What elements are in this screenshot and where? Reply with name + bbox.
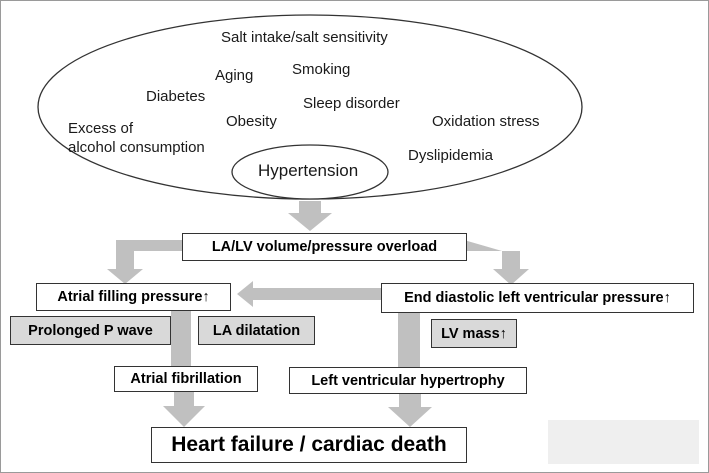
overload-box: LA/LV volume/pressure overload [182,233,467,261]
arrow-overload-to-end-diastolic [464,240,529,285]
oxidation-stress-label: Oxidation stress [432,113,540,130]
atrial-fibrillation-box: Atrial fibrillation [114,366,258,392]
arrow-atrial-filling-to-fibrillation [171,308,191,366]
lvh-box: Left ventricular hypertrophy [289,367,527,394]
end-diastolic-label: End diastolic left ventricular pressure↑ [404,290,671,306]
prolonged-p-wave-box: Prolonged P wave [10,316,171,345]
arrow-end-diastolic-to-atrial-filling [237,281,381,307]
la-dilatation-box: LA dilatation [198,316,315,345]
sleep-disorder-label: Sleep disorder [303,95,400,112]
arrow-overload-to-atrial-filling [107,240,186,284]
smoking-label: Smoking [292,61,351,78]
heart-failure-label: Heart failure / cardiac death [171,433,447,456]
hypertension-label: Hypertension [258,161,359,180]
atrial-filling-box: Atrial filling pressure↑ [36,283,231,311]
dyslipidemia-label: Dyslipidemia [408,147,494,164]
arrow-end-diastolic-to-lvh [398,313,420,367]
atrial-filling-label: Atrial filling pressure↑ [57,289,210,305]
excess-alcohol-label-line1: Excess of [68,120,134,137]
hypertension-ellipse [231,144,389,200]
aging-label: Aging [215,67,254,84]
overload-label: LA/LV volume/pressure overload [211,239,438,255]
atrial-fibrillation-label: Atrial fibrillation [130,371,242,387]
prolonged-p-wave-label: Prolonged P wave [28,322,153,339]
lv-mass-box: LV mass↑ [431,319,517,348]
heart-failure-box: Heart failure / cardiac death [151,427,467,463]
excess-alcohol-label-line2: alcohol consumption [68,139,205,156]
la-dilatation-label: LA dilatation [212,322,301,339]
end-diastolic-box: End diastolic left ventricular pressure↑ [381,283,694,313]
obesity-label: Obesity [226,113,277,130]
lvh-label: Left ventricular hypertrophy [311,372,505,389]
arrow-lvh-to-heart-failure [388,391,432,427]
lv-mass-label: LV mass↑ [441,325,507,342]
arrow-fibrillation-to-heart-failure [163,390,205,427]
corner-placeholder [548,420,699,464]
diabetes-label: Diabetes [146,88,206,105]
arrow-ellipse-to-overload [288,201,332,231]
salt-intake-label: Salt intake/salt sensitivity [221,29,388,46]
